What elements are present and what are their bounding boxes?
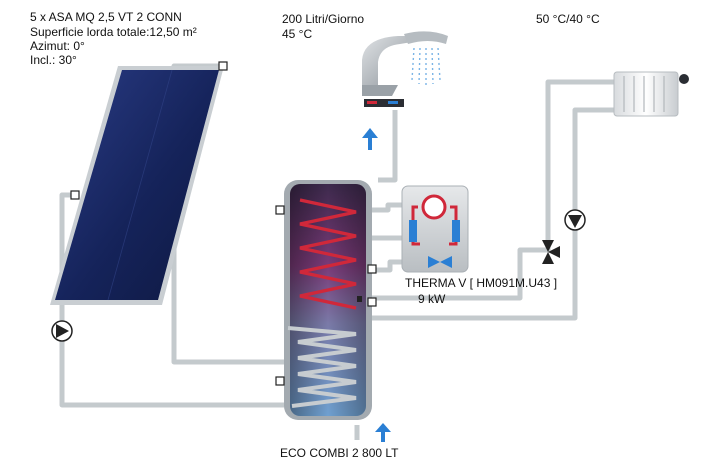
hp-flow-pipe bbox=[372, 202, 402, 213]
heating-flow-pipe bbox=[372, 79, 614, 301]
heating-return-pipe bbox=[372, 107, 616, 321]
dhw-flow-arrow-icon bbox=[362, 128, 378, 150]
panel-model-label: 5 x ASA MQ 2,5 VT 2 CONN bbox=[30, 10, 182, 24]
dhw-pipe bbox=[378, 110, 398, 183]
tank-label: ECO COMBI 2 800 LT bbox=[280, 446, 399, 460]
dhw-temp-label: 45 °C bbox=[282, 27, 313, 41]
dhw-flow-label: 200 Litri/Giorno bbox=[282, 12, 365, 26]
panel-surface-label: Superficie lorda totale:12,50 m² bbox=[30, 25, 197, 39]
panel-inclination-label: Incl.: 30° bbox=[30, 53, 77, 67]
solar-pump-icon bbox=[51, 320, 73, 342]
cold-water-arrow-icon bbox=[375, 423, 391, 442]
solar-panel bbox=[50, 61, 228, 305]
storage-tank bbox=[275, 180, 377, 420]
heat-pump-power-label: 9 kW bbox=[418, 292, 446, 306]
heating-temp-label: 50 °C/40 °C bbox=[536, 12, 600, 26]
panel-azimuth-label: Azimut: 0° bbox=[30, 39, 85, 53]
three-way-valve-icon bbox=[542, 240, 560, 264]
heat-pump-unit bbox=[401, 185, 469, 273]
shower-icon bbox=[362, 31, 448, 107]
heating-pump-icon bbox=[564, 209, 586, 231]
dhw-coil bbox=[299, 198, 357, 310]
solar-coil bbox=[287, 326, 357, 408]
hp-low-pipe bbox=[372, 259, 402, 273]
heat-pump-model-label: THERMA V [ HM091M.U43 ] bbox=[405, 276, 558, 290]
radiator-icon bbox=[613, 71, 689, 117]
